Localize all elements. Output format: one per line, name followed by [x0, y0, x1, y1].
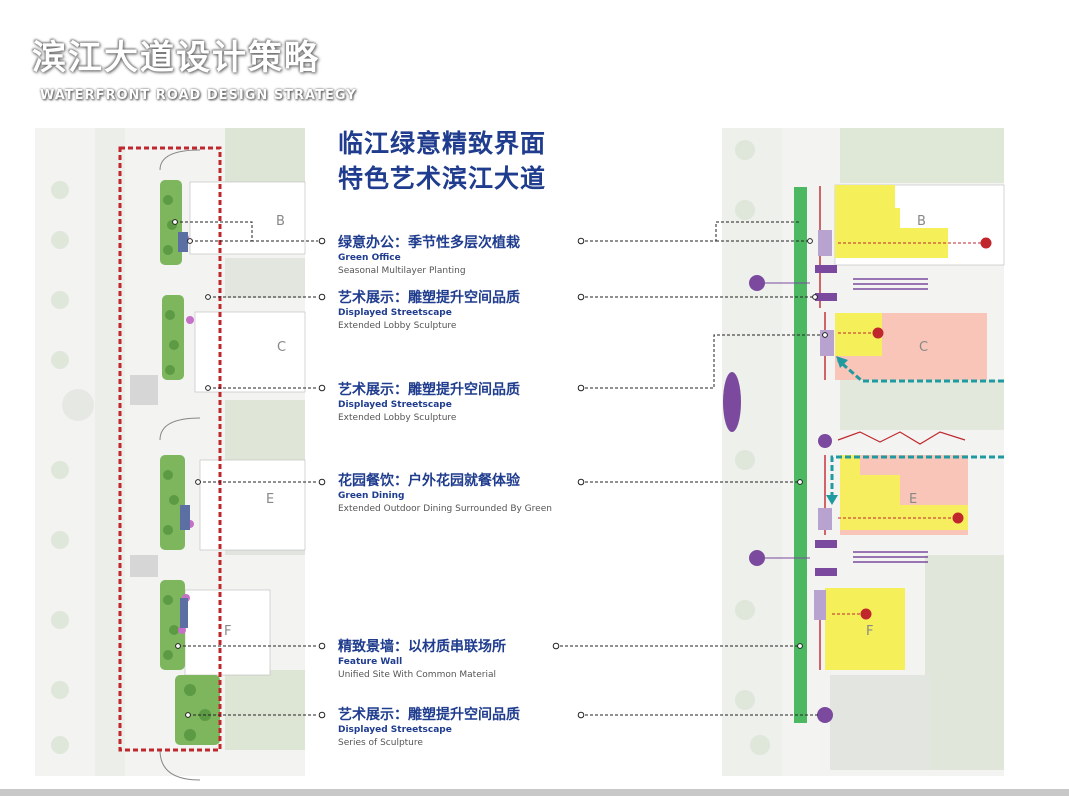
- footer-bar: [0, 789, 1069, 796]
- annotation-title: 艺术展示：雕塑提升空间品质: [338, 290, 520, 306]
- left-building-label-b: B: [276, 214, 285, 229]
- right-plan: [722, 128, 1005, 776]
- annotation-en-desc: Extended Outdoor Dining Surrounded By Gr…: [338, 504, 552, 514]
- annotation-en-title: Displayed Streetscape: [338, 400, 452, 410]
- headline-line-2: 特色艺术滨江大道: [338, 164, 547, 193]
- annotation-en-desc: Seasonal Multilayer Planting: [338, 266, 466, 276]
- annotation-displayed-streetscape-2: 艺术展示：雕塑提升空间品质 Displayed Streetscape Exte…: [338, 381, 520, 425]
- annotation-en-desc: Extended Lobby Sculpture: [338, 321, 457, 331]
- right-building-label-e: E: [909, 492, 918, 507]
- annotation-displayed-streetscape-1: 艺术展示：雕塑提升空间品质 Displayed Streetscape Exte…: [338, 289, 520, 333]
- page-subtitle: WATERFRONT ROAD DESIGN STRATEGY: [40, 88, 357, 103]
- annotation-title: 绿意办公：季节性多层次植栽: [338, 235, 520, 251]
- headline-line-1: 临江绿意精致界面: [338, 129, 547, 158]
- annotation-en-title: Displayed Streetscape: [338, 308, 452, 318]
- left-building-label-e: E: [266, 492, 275, 507]
- annotation-green-dining: 花园餐饮：户外花园就餐体验 Green Dining Extended Outd…: [338, 472, 552, 516]
- left-plan: [35, 128, 306, 781]
- annotation-en-title: Feature Wall: [338, 657, 403, 667]
- right-building-label-b: B: [917, 214, 926, 229]
- annotation-en-desc: Extended Lobby Sculpture: [338, 413, 457, 423]
- annotation-title: 花园餐饮：户外花园就餐体验: [338, 473, 520, 489]
- annotation-en-title: Green Office: [338, 253, 401, 263]
- right-building-label-f: F: [866, 624, 874, 639]
- left-building-label-c: C: [277, 340, 287, 355]
- annotation-en-title: Green Dining: [338, 491, 405, 501]
- annotation-feature-wall: 精致景墙：以材质串联场所 Feature Wall Unified Site W…: [338, 638, 506, 682]
- annotation-title: 精致景墙：以材质串联场所: [338, 639, 506, 655]
- annotation-title: 艺术展示：雕塑提升空间品质: [338, 382, 520, 398]
- annotation-title: 艺术展示：雕塑提升空间品质: [338, 707, 520, 723]
- annotation-en-desc: Series of Sculpture: [338, 738, 423, 748]
- page-title: 滨江大道设计策略: [32, 38, 320, 78]
- right-building-label-c: C: [919, 340, 929, 355]
- left-building-label-f: F: [224, 624, 232, 639]
- annotation-en-desc: Unified Site With Common Material: [338, 670, 496, 680]
- annotation-displayed-streetscape-3: 艺术展示：雕塑提升空间品质 Displayed Streetscape Seri…: [338, 706, 520, 750]
- annotation-en-title: Displayed Streetscape: [338, 725, 452, 735]
- annotation-green-office: 绿意办公：季节性多层次植栽 Green Office Seasonal Mult…: [338, 234, 520, 278]
